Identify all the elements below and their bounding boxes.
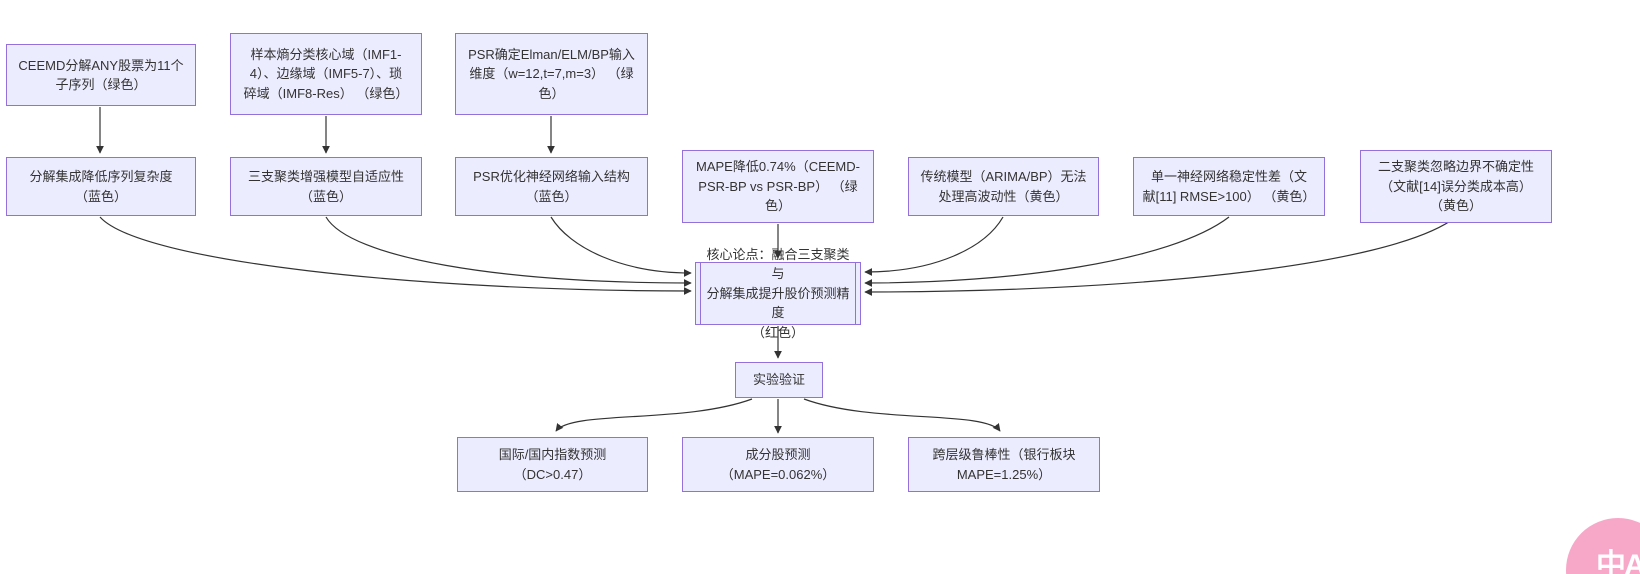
edge-threeway-to-core [325, 216, 692, 287]
edge-experiment-to-index [555, 398, 753, 432]
node-label: 样本熵分类核心域（IMF1- 4）、边缘域（IMF5-7）、琐 碎域（IMF8-… [243, 46, 409, 101]
node-traditional-model: 传统模型（ARIMA/BP）无法 处理高波动性（黄色） [908, 157, 1099, 216]
node-core-thesis: 核心论点：融合三支聚类与 分解集成提升股价预测精度 （红色） [695, 247, 861, 340]
node-three-way-clustering: 三支聚类增强模型自适应性 （蓝色） [230, 157, 422, 216]
edge-singlenn-to-core [864, 216, 1230, 287]
node-mape-reduction: MAPE降低0.74%（CEEMD- PSR-BP vs PSR-BP） （绿 … [682, 150, 874, 223]
node-label: CEEMD分解ANY股票为11个 子序列（绿色） [18, 57, 184, 93]
translate-badge-label: 中A [1596, 549, 1640, 574]
edge-experiment-to-robust [803, 398, 1001, 432]
node-label: 传统模型（ARIMA/BP）无法 处理高波动性（黄色） [920, 169, 1087, 204]
node-label: 单一神经网络稳定性差（文 献[11] RMSE>100） （黄色） [1142, 169, 1316, 204]
node-single-nn-instability: 单一神经网络稳定性差（文 献[11] RMSE>100） （黄色） [1133, 157, 1325, 216]
node-label: 二支聚类忽略边界不确定性 （文献[14]误分类成本高） （黄色） [1377, 159, 1534, 214]
node-cross-level-robustness: 跨层级鲁棒性（银行板块 MAPE=1.25%） [908, 437, 1100, 492]
node-label: 跨层级鲁棒性（银行板块 MAPE=1.25%） [932, 447, 1076, 482]
node-label: PSR确定Elman/ELM/BP输入 维度（w=12,t=7,m=3） （绿 … [468, 46, 635, 101]
translate-badge[interactable]: 中A [1566, 518, 1640, 574]
edge-psropt-to-core [550, 216, 692, 277]
edge-decompose-to-core [99, 216, 692, 295]
node-label: 国际/国内指数预测 （DC>0.47） [498, 447, 607, 482]
node-decompose-ensemble: 分解集成降低序列复杂度 （蓝色） [6, 157, 196, 216]
edge-twoway-to-core [864, 216, 1457, 296]
node-constituent-stock-prediction: 成分股预测 （MAPE=0.062%） [682, 437, 874, 492]
node-ceemd-decompose: CEEMD分解ANY股票为11个 子序列（绿色） [6, 44, 196, 106]
edge-traditional-to-core [864, 216, 1004, 276]
node-label: 实验验证 [752, 372, 805, 388]
node-label: 成分股预测 （MAPE=0.062%） [720, 447, 836, 482]
node-label: 分解集成降低序列复杂度 （蓝色） [29, 169, 173, 204]
node-psr-input-dimension: PSR确定Elman/ELM/BP输入 维度（w=12,t=7,m=3） （绿 … [455, 33, 648, 115]
node-sample-entropy: 样本熵分类核心域（IMF1- 4）、边缘域（IMF5-7）、琐 碎域（IMF8-… [230, 33, 422, 115]
node-experiment-validation: 实验验证 [735, 362, 823, 398]
node-label: MAPE降低0.74%（CEEMD- PSR-BP vs PSR-BP） （绿 … [696, 159, 860, 214]
node-two-way-clustering: 二支聚类忽略边界不确定性 （文献[14]误分类成本高） （黄色） [1360, 150, 1552, 223]
node-label: 核心论点：融合三支聚类与 分解集成提升股价预测精度 （红色） [706, 246, 850, 340]
node-label: 三支聚类增强模型自适应性 （蓝色） [247, 169, 404, 204]
node-label: PSR优化神经网络输入结构 （蓝色） [473, 169, 630, 204]
node-psr-optimize: PSR优化神经网络输入结构 （蓝色） [455, 157, 648, 216]
node-index-prediction: 国际/国内指数预测 （DC>0.47） [457, 437, 648, 492]
